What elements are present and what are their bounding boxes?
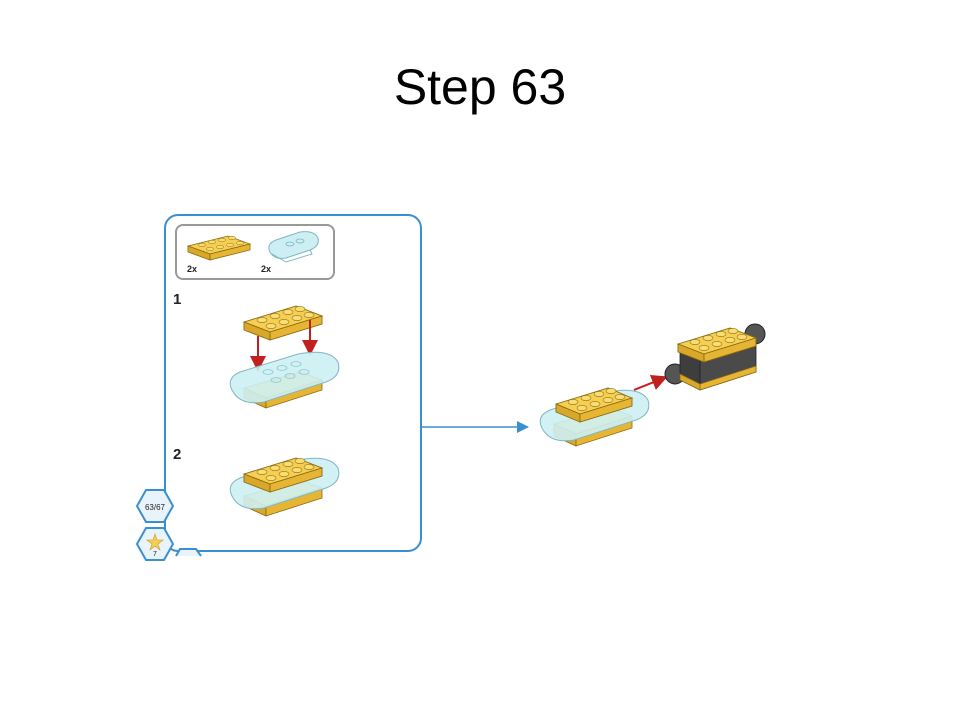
star-icon [146, 533, 164, 551]
progress-badge-text: 63/67 [145, 503, 166, 512]
existing-model [664, 323, 766, 391]
substep-number-2: 2 [173, 446, 182, 463]
parts-list-box [175, 224, 335, 280]
main-sub-assembly [539, 387, 650, 447]
part-qty-trans-plate: 2x [261, 264, 272, 274]
bonus-badge-text: 7 [153, 551, 157, 558]
red-arrow-main [633, 375, 668, 391]
page-title: Step 63 [393, 59, 567, 115]
substep-number-1: 1 [173, 291, 182, 308]
part-qty-yellow-plate: 2x [187, 264, 198, 274]
